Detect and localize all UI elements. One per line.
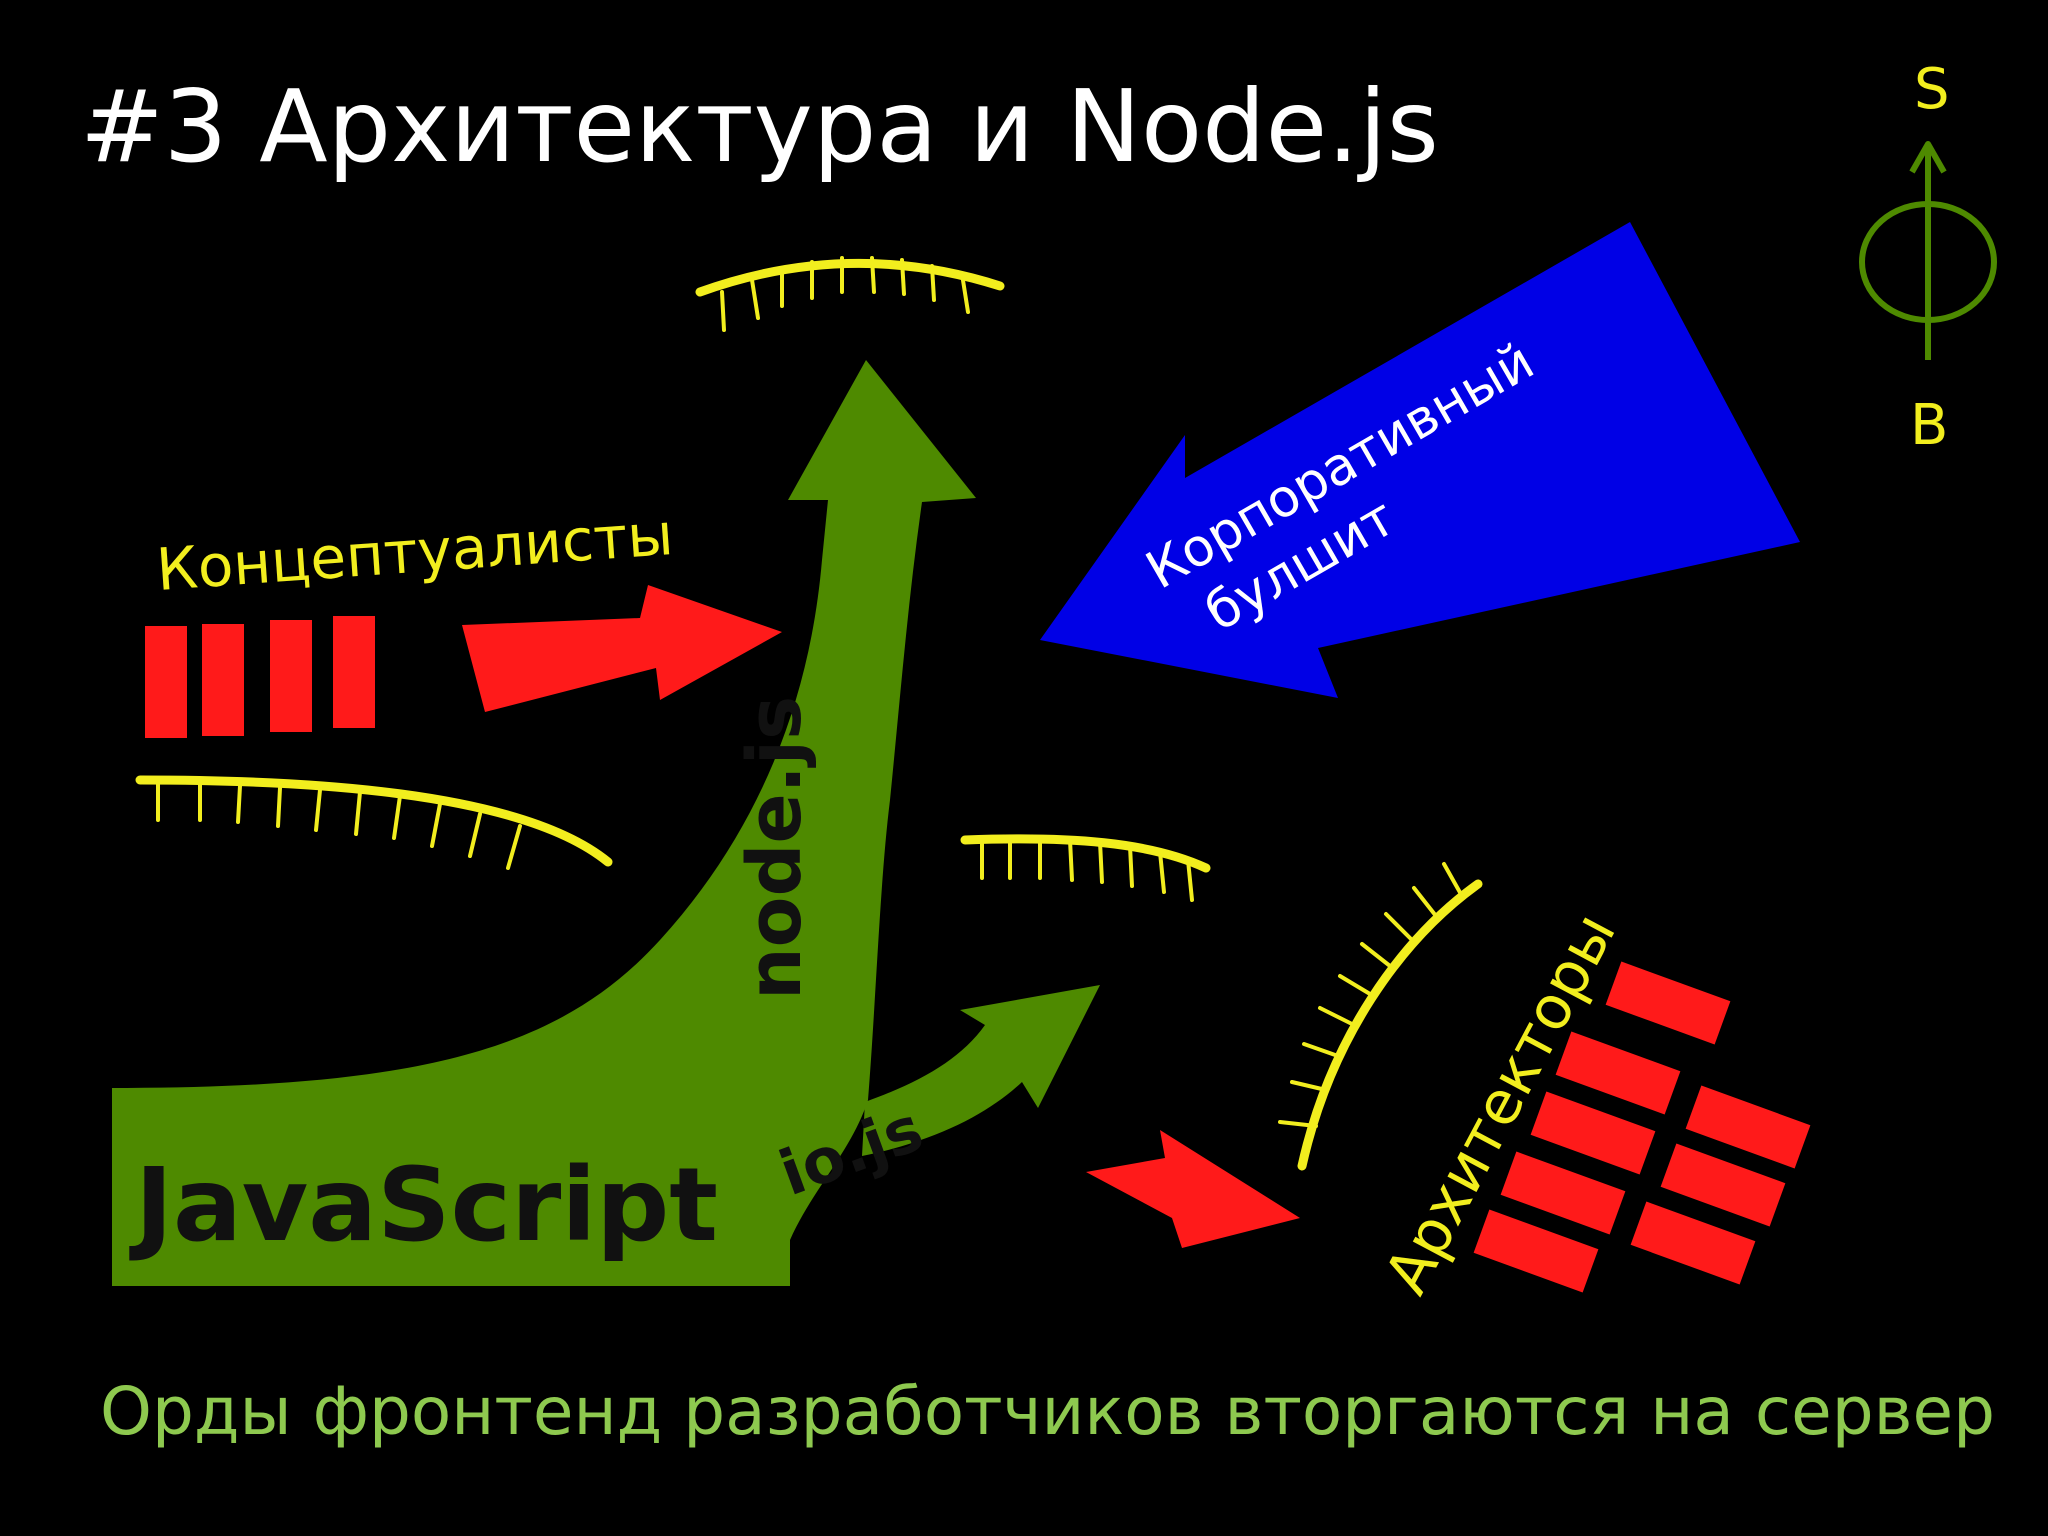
phi-axis-icon: S B [1859, 57, 1997, 458]
barrier-top [695, 256, 1005, 332]
barrier-architects [1278, 862, 1483, 1171]
javascript-growth-shape [112, 360, 1100, 1286]
team-block [202, 624, 244, 736]
team-block [1500, 1151, 1626, 1235]
javascript-label: JavaScript [129, 1146, 718, 1265]
team-block [1630, 1201, 1756, 1285]
architects-arrow [1086, 1130, 1300, 1248]
corporate-bullshit-arrow: Корпоративный булшит [1040, 222, 1800, 698]
team-block [333, 616, 375, 728]
nodejs-growth-arrow [112, 360, 976, 1286]
team-block [270, 620, 312, 732]
team-block [1530, 1091, 1656, 1175]
team-block [1473, 1209, 1599, 1293]
team-block [1555, 1031, 1681, 1115]
axis-top-label: S [1914, 57, 1950, 122]
conceptualists-label: Концептуалисты [154, 500, 675, 604]
iojs-branch-arrow [862, 985, 1100, 1156]
conceptualists-arrow [462, 585, 782, 712]
slide-caption: Орды фронтенд разработчиков вторгаются н… [100, 1373, 1996, 1450]
team-block [1660, 1143, 1786, 1227]
conceptualists-team [145, 616, 375, 738]
barrier-lines [135, 256, 1483, 1171]
nodejs-label: node.js [732, 696, 818, 1000]
barrier-middle [960, 834, 1211, 902]
axis-bottom-label: B [1910, 393, 1948, 458]
team-block [1605, 961, 1731, 1045]
barrier-left [135, 775, 613, 870]
slide-title: #3 Архитектура и Node.js [80, 68, 1439, 185]
architects-team [1473, 961, 1811, 1293]
team-block [1685, 1085, 1811, 1169]
team-block [145, 626, 187, 738]
